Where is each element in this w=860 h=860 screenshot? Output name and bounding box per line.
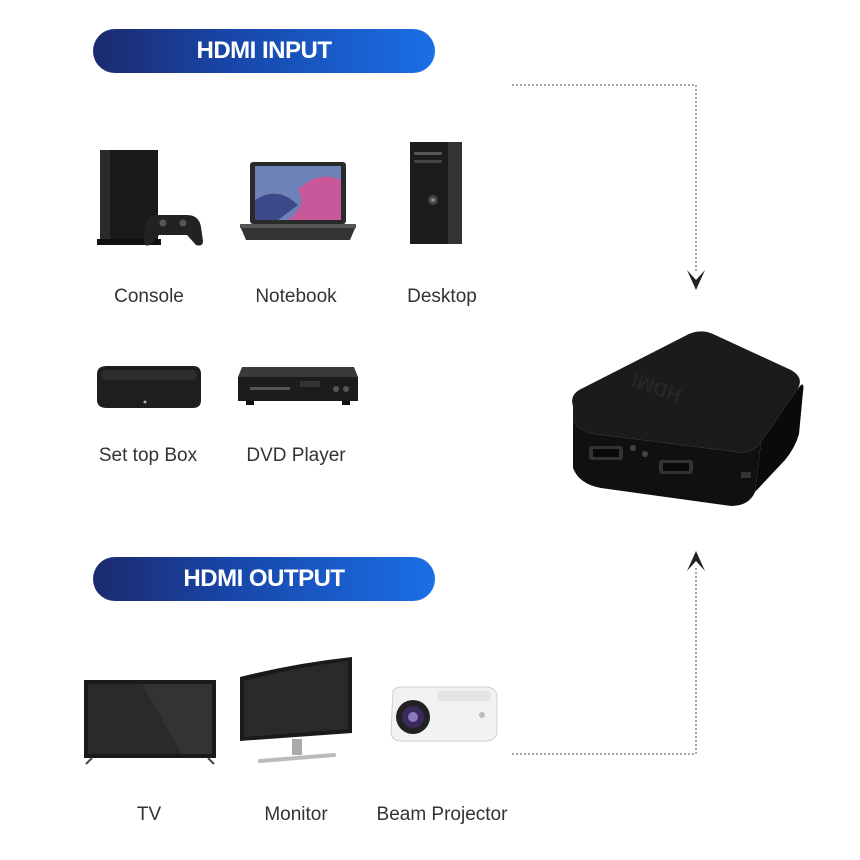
game-console-icon: [97, 150, 203, 246]
desktop-tower-icon: [410, 142, 462, 244]
set-top-box-icon: [97, 366, 201, 408]
device-label-dvd-player: DVD Player: [246, 445, 346, 466]
device-label-tv: TV: [136, 804, 162, 825]
device-label-console: Console: [114, 286, 184, 307]
laptop-icon: [240, 162, 356, 240]
device-label-set-top-box: Set top Box: [98, 445, 198, 466]
hdmi-input-title: HDMI INPUT: [93, 29, 435, 73]
hdmi-splitter-icon: HDMI: [572, 331, 804, 506]
device-label-notebook: Notebook: [255, 286, 337, 307]
device-label-beam-projector: Beam Projector: [376, 804, 508, 825]
hdmi-output-title: HDMI OUTPUT: [93, 557, 435, 601]
arrow-down-icon: [687, 270, 705, 290]
device-label-monitor: Monitor: [264, 804, 328, 825]
monitor-icon: [240, 657, 352, 763]
dvd-player-icon: [238, 367, 358, 405]
projector-icon: [390, 686, 498, 742]
device-label-desktop: Desktop: [407, 286, 477, 307]
tv-icon: [84, 680, 216, 765]
arrow-up-icon: [687, 551, 705, 571]
